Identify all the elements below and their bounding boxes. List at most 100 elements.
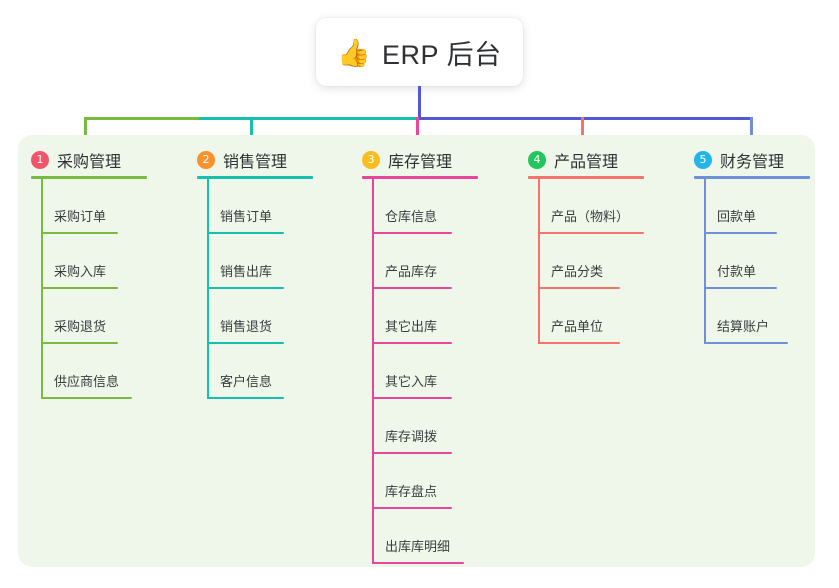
branch-header-5[interactable]: 5 财务管理 (681, 145, 784, 175)
branch-item-label: 其它出库 (385, 319, 438, 334)
drop-col1 (84, 117, 87, 146)
branch-item[interactable]: 出库库明细 (349, 509, 464, 564)
branch-item-rule (704, 287, 777, 289)
branch-item-label: 销售订单 (220, 209, 273, 224)
branch-items-4: 产品（物料） 产品分类产品单位 (515, 179, 644, 344)
branch-header-3[interactable]: 3 库存管理 (349, 145, 452, 175)
branch-header-4[interactable]: 4 产品管理 (515, 145, 618, 175)
branch-item[interactable]: 销售退货 (184, 289, 287, 344)
branch-item-rule (41, 397, 132, 399)
branch-item-label: 其它入库 (385, 374, 438, 389)
root-node-title: ERP 后台 (382, 39, 502, 70)
branch-item-rule (207, 232, 284, 234)
branch-item-label: 客户信息 (220, 374, 273, 389)
root-stem-connector (418, 86, 421, 119)
branch-item-label: 仓库信息 (385, 209, 438, 224)
branch-item-label: 库存盘点 (385, 484, 438, 499)
branch-spine-3 (372, 179, 374, 564)
branch-header-rule-2 (197, 176, 313, 179)
branch-item-rule (41, 287, 118, 289)
branch-title-3: 库存管理 (388, 154, 453, 171)
branch-items-1: 采购订单采购入库采购退货供应商信息 (18, 179, 132, 399)
branch-column-3: 3 库存管理仓库信息产品库存其它出库其它入库库存调拨库存盘点出库库明细 (349, 145, 478, 564)
branch-item-rule (538, 232, 644, 234)
branch-item[interactable]: 销售订单 (184, 179, 287, 234)
branch-title-5: 财务管理 (720, 154, 785, 171)
branch-item-rule (41, 342, 118, 344)
branch-header-rule-5 (694, 176, 810, 179)
branch-item-rule (372, 562, 464, 564)
branch-items-2: 销售订单销售出库销售退货客户信息 (184, 179, 287, 399)
branch-item[interactable]: 结算账户 (681, 289, 788, 344)
branch-spine-2 (207, 179, 209, 399)
branch-item-label: 采购订单 (54, 209, 107, 224)
branch-item-label: 产品分类 (551, 264, 604, 279)
branch-item-label: 产品单位 (551, 319, 604, 334)
branch-badge-3: 3 (362, 151, 380, 169)
branch-item[interactable]: 采购退货 (18, 289, 121, 344)
branch-item[interactable]: 仓库信息 (349, 179, 452, 234)
branch-item[interactable]: 其它出库 (349, 289, 452, 344)
branch-item-label: 供应商信息 (54, 374, 120, 389)
branch-item[interactable]: 销售出库 (184, 234, 287, 289)
bus-indigo (418, 117, 752, 120)
branch-item-rule (372, 452, 452, 454)
branch-item[interactable]: 库存调拨 (349, 399, 452, 454)
branch-item[interactable]: 产品单位 (515, 289, 620, 344)
bus-teal (199, 117, 419, 120)
branch-item-label: 回款单 (717, 209, 757, 224)
branch-badge-4: 4 (528, 151, 546, 169)
branch-item-rule (538, 342, 620, 344)
branch-item[interactable]: 产品库存 (349, 234, 452, 289)
branch-item-rule (41, 232, 118, 234)
branch-item[interactable]: 采购订单 (18, 179, 121, 234)
branch-item[interactable]: 产品（物料） (515, 179, 644, 234)
branch-column-4: 4 产品管理产品（物料） 产品分类产品单位 (515, 145, 644, 344)
root-node-card[interactable]: 👍 ERP 后台 (316, 18, 523, 86)
branch-item[interactable]: 回款单 (681, 179, 784, 234)
branch-spine-1 (41, 179, 43, 399)
branch-item[interactable]: 其它入库 (349, 344, 452, 399)
branch-item-rule (704, 232, 777, 234)
branch-item-rule (207, 342, 284, 344)
thumbs-up-icon: 👍 (337, 37, 372, 68)
branch-title-4: 产品管理 (554, 154, 619, 171)
branch-item-label: 结算账户 (717, 319, 770, 334)
drop-col2 (250, 117, 253, 146)
branch-title-2: 销售管理 (223, 154, 288, 171)
branch-item[interactable]: 客户信息 (184, 344, 287, 399)
branch-item[interactable]: 采购入库 (18, 234, 121, 289)
branch-column-5: 5 财务管理回款单付款单结算账户 (681, 145, 810, 344)
branch-item-rule (372, 287, 452, 289)
branch-item-rule (207, 287, 284, 289)
branch-badge-5: 5 (694, 151, 712, 169)
drop-col5 (750, 117, 753, 146)
drop-col4 (581, 117, 584, 146)
branch-item-label: 产品（物料） (551, 209, 630, 224)
branch-item-rule (372, 342, 452, 344)
diagram-panel (18, 135, 815, 567)
branch-item-rule (372, 507, 452, 509)
branch-item[interactable]: 供应商信息 (18, 344, 132, 399)
branch-spine-5 (704, 179, 706, 344)
drop-col3 (416, 117, 419, 146)
branch-item-label: 付款单 (717, 264, 757, 279)
branch-item[interactable]: 付款单 (681, 234, 784, 289)
branch-item-label: 采购入库 (54, 264, 107, 279)
branch-item-rule (207, 397, 284, 399)
branch-item-rule (372, 397, 452, 399)
branch-item[interactable]: 产品分类 (515, 234, 620, 289)
branch-badge-1: 1 (31, 151, 49, 169)
branch-item-label: 出库库明细 (385, 539, 451, 554)
branch-item-rule (704, 342, 788, 344)
branch-item[interactable]: 库存盘点 (349, 454, 452, 509)
branch-item-rule (538, 287, 620, 289)
branch-spine-4 (538, 179, 540, 344)
branch-item-label: 产品库存 (385, 264, 438, 279)
branch-items-5: 回款单付款单结算账户 (681, 179, 788, 344)
branch-item-label: 采购退货 (54, 319, 107, 334)
